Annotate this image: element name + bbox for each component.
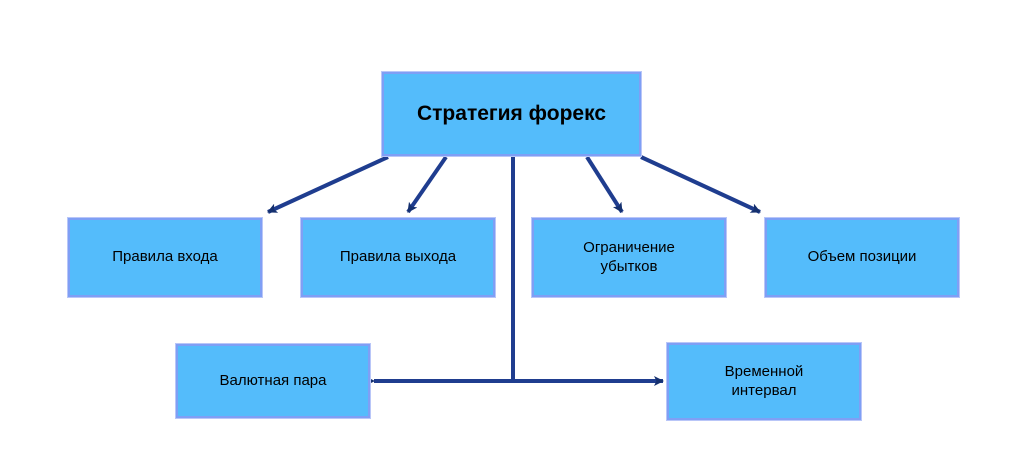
node-strategy-root-label: Стратегия форекс <box>416 101 606 125</box>
node-loss-limit[interactable]: Ограничение убытков <box>531 217 727 298</box>
node-entry-rules-label: Правила входа <box>112 248 218 266</box>
node-exit-rules-label: Правила выхода <box>339 248 457 266</box>
node-timeframe[interactable]: Временной интервал <box>666 342 862 421</box>
node-currency-pair[interactable]: Валютная пара <box>175 343 371 419</box>
node-exit-rules[interactable]: Правила выхода <box>300 217 496 298</box>
node-position-size-label: Объем позиции <box>807 248 917 266</box>
edge-root-to-entry-rules <box>267 155 389 214</box>
edge-root-to-exit-rules <box>406 155 448 214</box>
node-timeframe-label: Временной интервал <box>724 362 804 399</box>
node-strategy-root[interactable]: Стратегия форекс <box>381 71 642 157</box>
node-entry-rules[interactable]: Правила входа <box>67 217 263 298</box>
node-currency-pair-label: Валютная пара <box>219 371 327 389</box>
node-loss-limit-label: Ограничение убытков <box>583 238 675 275</box>
edge-root-to-loss-limit <box>585 155 624 214</box>
edge-root-to-position-size <box>640 155 761 214</box>
node-position-size[interactable]: Объем позиции <box>764 217 960 298</box>
